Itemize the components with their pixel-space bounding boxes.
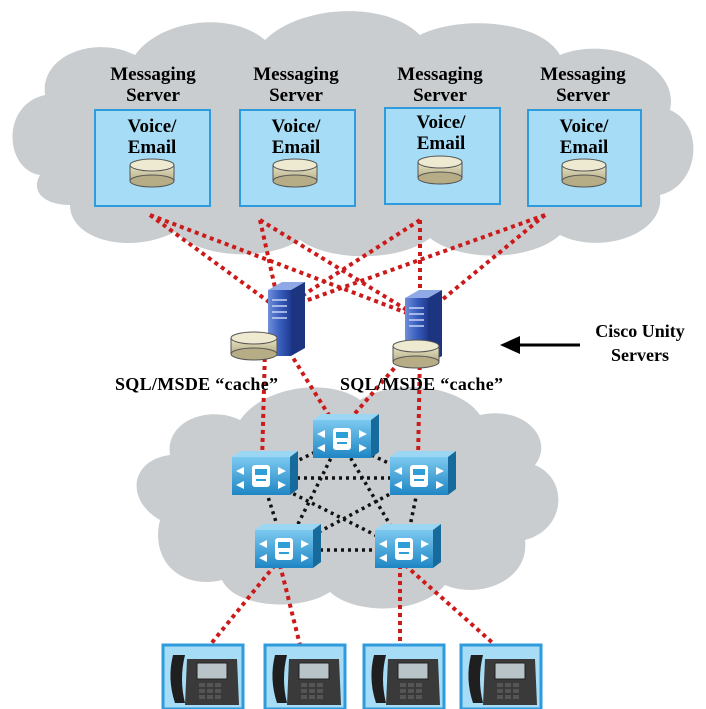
unity-server-right xyxy=(392,290,442,369)
server-title-line1: Messaging xyxy=(253,64,339,85)
switch-icon xyxy=(232,451,298,495)
cache-label-right: SQL/MSDE “cache” xyxy=(340,374,503,394)
box-label-line2: Email xyxy=(128,137,177,158)
messaging-server-4: Messaging Server Voice/ Email xyxy=(527,64,642,207)
unity-callout: Cisco Unity Servers xyxy=(500,321,685,365)
switch-icon xyxy=(375,524,441,568)
box-label-line1: Voice/ xyxy=(128,116,178,137)
phones xyxy=(161,643,543,709)
database-icon xyxy=(417,155,463,185)
messaging-server-1: Messaging Server Voice/ Email xyxy=(94,64,211,207)
switch-cloud xyxy=(136,387,559,609)
server-title-line2: Server xyxy=(556,85,610,106)
ip-phone-icon xyxy=(362,643,446,709)
unity-server-left xyxy=(230,282,305,361)
cache-label-left: SQL/MSDE “cache” xyxy=(115,374,278,394)
box-label-line2: Email xyxy=(272,137,321,158)
database-icon xyxy=(129,158,175,188)
database-icon xyxy=(392,339,440,369)
server-title-line2: Server xyxy=(413,85,467,106)
switch-icon xyxy=(255,524,321,568)
callout-label-line2: Servers xyxy=(611,345,669,365)
switch-icon xyxy=(313,414,379,458)
database-icon xyxy=(272,158,318,188)
voice-email-box xyxy=(239,109,356,207)
database-icon xyxy=(561,158,607,188)
callout-label-line1: Cisco Unity xyxy=(595,321,685,341)
box-label-line1: Voice/ xyxy=(417,112,467,133)
voice-email-box xyxy=(94,109,211,207)
box-label-line1: Voice/ xyxy=(272,116,322,137)
server-title-line1: Messaging xyxy=(540,64,626,85)
box-label-line2: Email xyxy=(417,133,466,154)
ip-phone-icon xyxy=(459,643,543,709)
server-title-line2: Server xyxy=(269,85,323,106)
ip-phone-icon xyxy=(263,643,347,709)
ip-phone-icon xyxy=(161,643,245,709)
server-links xyxy=(148,213,547,647)
switch-icon xyxy=(390,451,456,495)
server-title-line2: Server xyxy=(126,85,180,106)
messaging-server-2: Messaging Server Voice/ Email xyxy=(239,64,356,207)
voice-email-box xyxy=(527,109,642,207)
arrow-left-icon xyxy=(500,336,520,354)
box-label-line1: Voice/ xyxy=(560,116,610,137)
database-icon xyxy=(230,331,278,361)
box-label-line2: Email xyxy=(560,137,609,158)
server-title-line1: Messaging xyxy=(110,64,196,85)
switches xyxy=(232,414,456,568)
server-title-line1: Messaging xyxy=(397,64,483,85)
messaging-server-3: Messaging Server Voice/ Email xyxy=(384,64,501,205)
